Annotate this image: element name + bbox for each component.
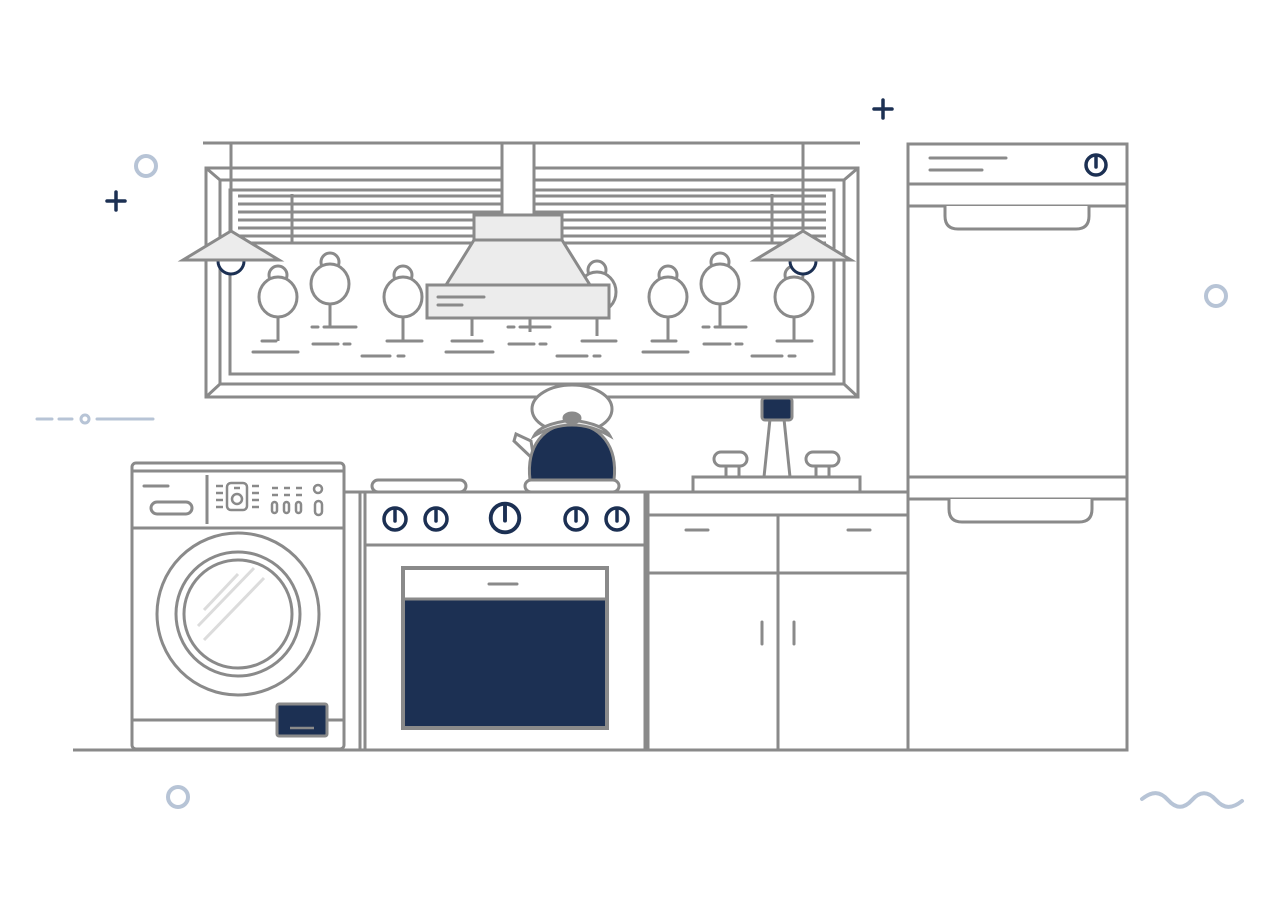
range-hood-icon: [425, 141, 611, 320]
oven-icon: [401, 566, 609, 730]
detergent-drawer: [275, 702, 329, 738]
fridge-handle[interactable]: [943, 206, 1091, 231]
control-panel: [216, 481, 324, 517]
power-icon[interactable]: [382, 506, 408, 532]
ground-dashes: [251, 325, 814, 358]
plus-icon: [872, 98, 894, 120]
power-icon[interactable]: [563, 506, 589, 532]
stove-icon: [363, 478, 647, 752]
oven-window: [401, 597, 609, 730]
faucet-icon: [712, 396, 841, 479]
dash-line-icon: [35, 413, 155, 425]
power-icon[interactable]: [488, 501, 522, 535]
power-icon[interactable]: [1084, 153, 1108, 177]
ring-icon: [166, 785, 190, 809]
ring-icon: [1204, 284, 1228, 308]
wave-icon: [1140, 791, 1244, 809]
refrigerator-icon: [906, 142, 1129, 752]
power-icon[interactable]: [423, 506, 449, 532]
ring-icon: [134, 154, 158, 178]
kettle-icon: [512, 383, 621, 494]
pendant-lamp-icon: [177, 143, 285, 276]
glass-reflection: [196, 566, 266, 642]
decorations: [35, 98, 1244, 809]
freezer-handle[interactable]: [947, 499, 1094, 524]
washing-machine-icon: [130, 461, 346, 751]
pendant-lamp-icon: [749, 143, 857, 276]
plus-icon: [105, 190, 127, 212]
cabinet-icon: [646, 396, 910, 752]
power-icon[interactable]: [604, 506, 630, 532]
